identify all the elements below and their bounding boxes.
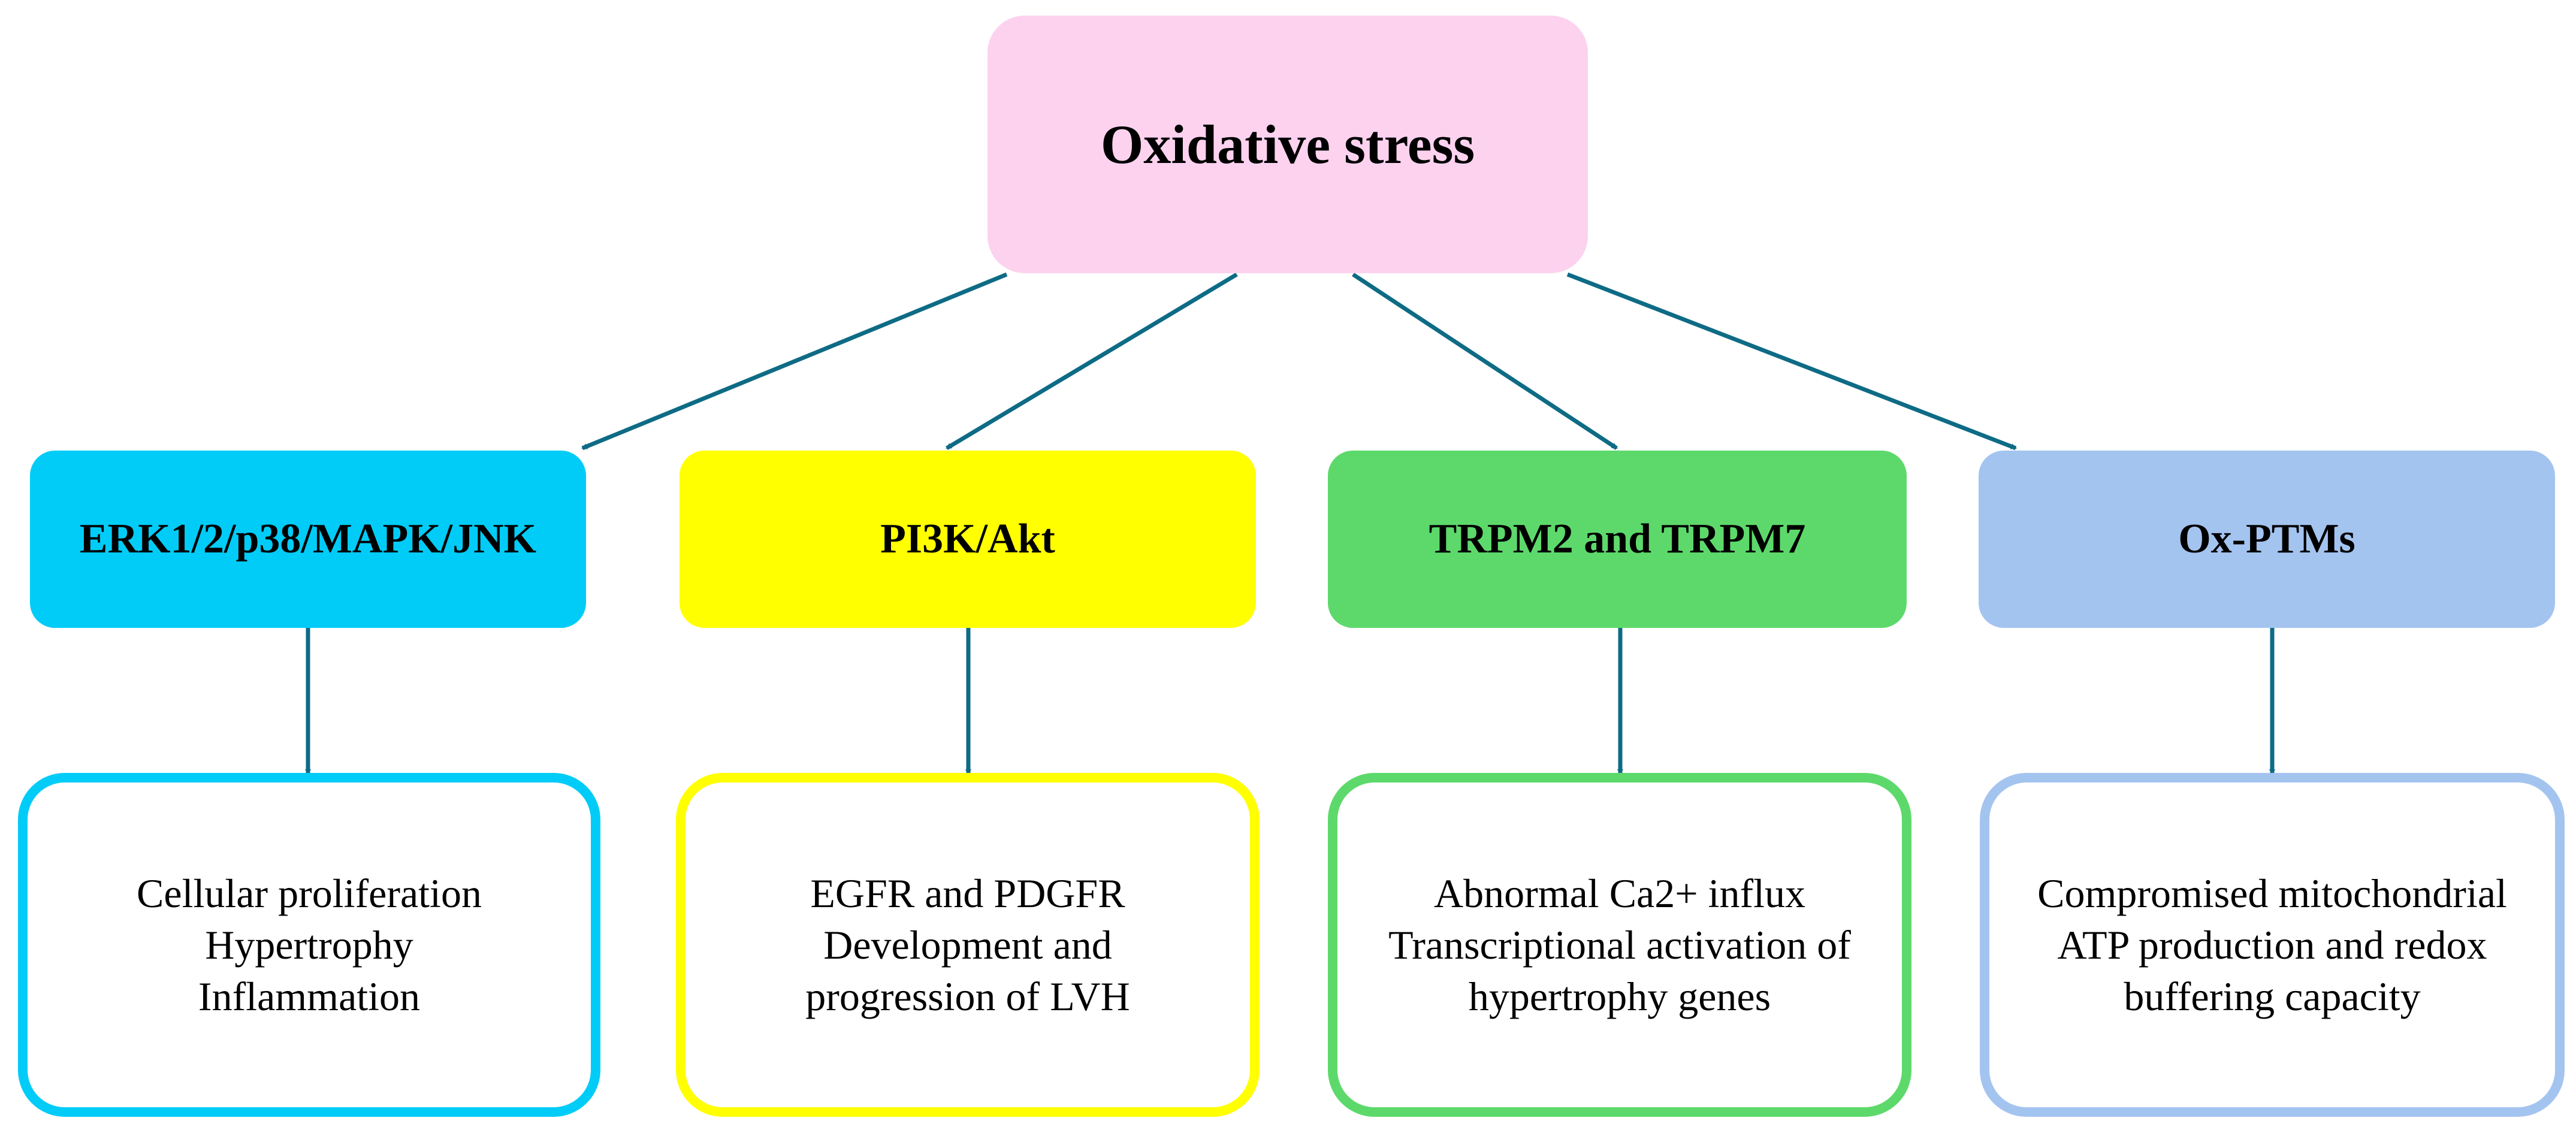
arrow-root-to-pi3k <box>946 272 1238 451</box>
outcome-line: Compromised mitochondrial <box>2037 871 2507 916</box>
outcome-line: Hypertrophy <box>205 922 413 968</box>
outcome-node-pi3k: EGFR and PDGFR Development and progressi… <box>676 773 1260 1117</box>
outcome-line: Cellular proliferation <box>137 871 482 916</box>
outcome-lines: EGFR and PDGFR Development and progressi… <box>805 868 1130 1022</box>
outcome-lines: Compromised mitochondrial ATP production… <box>2037 868 2507 1022</box>
pathway-to-outcome-arrows <box>305 623 2275 775</box>
outcome-line: Inflammation <box>198 974 421 1019</box>
outcome-node-oxptms: Compromised mitochondrial ATP production… <box>1980 773 2565 1117</box>
arrow-root-to-oxptms <box>1566 272 2017 451</box>
root-to-pathway-arrows <box>581 272 2017 451</box>
outcome-line: ATP production and redox <box>2057 922 2487 968</box>
arrow-root-to-erk <box>581 272 1008 451</box>
pathway-node-pi3k: PI3K/Akt <box>680 451 1256 628</box>
outcome-line: Development and <box>823 922 1112 968</box>
outcome-node-trpm: Abnormal Ca2+ influx Transcriptional act… <box>1328 773 1911 1117</box>
outcome-node-erk: Cellular proliferation Hypertrophy Infla… <box>18 773 600 1117</box>
outcome-line: Transcriptional activation of <box>1388 922 1851 968</box>
pathway-node-oxptms: Ox-PTMs <box>1979 451 2555 628</box>
outcome-line: progression of LVH <box>805 974 1130 1019</box>
outcome-line: hypertrophy genes <box>1468 974 1771 1019</box>
outcome-line: Abnormal Ca2+ influx <box>1433 871 1806 916</box>
root-node-oxidative-stress: Oxidative stress <box>987 16 1588 273</box>
arrow-root-to-trpm <box>1352 273 1618 450</box>
outcome-lines: Cellular proliferation Hypertrophy Infla… <box>137 868 482 1022</box>
pathway-node-erk: ERK1/2/p38/MAPK/JNK <box>30 451 586 628</box>
pathway-node-trpm: TRPM2 and TRPM7 <box>1328 451 1907 628</box>
outcome-line: buffering capacity <box>2124 974 2421 1019</box>
outcome-line: EGFR and PDGFR <box>810 871 1125 916</box>
outcome-lines: Abnormal Ca2+ influx Transcriptional act… <box>1388 868 1851 1022</box>
